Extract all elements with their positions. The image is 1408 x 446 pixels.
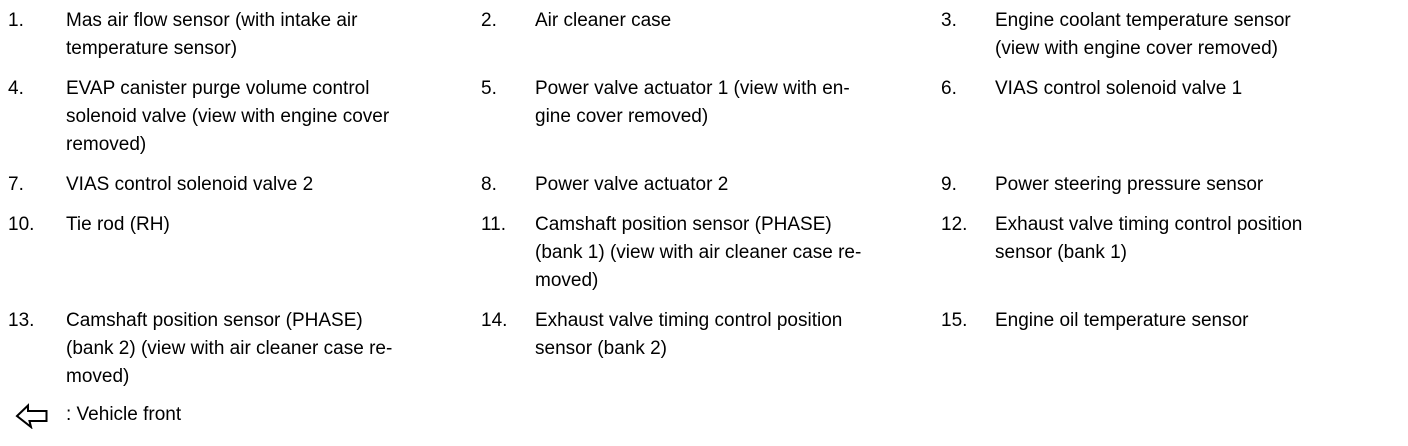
- left-open-arrow-icon: [15, 403, 49, 429]
- item-number: 8.: [481, 174, 497, 195]
- item-text: Engine oil temperature sensor: [995, 310, 1249, 331]
- item-text: VIAS control solenoid valve 2: [66, 174, 314, 195]
- legend-item-7: 7. VIAS control solenoid valve 2: [0, 171, 473, 199]
- item-number: 9.: [941, 174, 957, 195]
- legend-item-12: 12. Exhaust valve timing control positio…: [933, 211, 1408, 295]
- item-number: 7.: [8, 174, 24, 195]
- legend-item-15: 15. Engine oil temperature sensor: [933, 307, 1408, 391]
- item-text: Power valve actuator 1 (view with en- gi…: [535, 78, 850, 127]
- item-text: Engine coolant temperature sensor (view …: [995, 10, 1291, 59]
- legend-item-6: 6. VIAS control solenoid valve 1: [933, 75, 1408, 159]
- item-text: Air cleaner case: [535, 10, 672, 31]
- item-text: Exhaust valve timing control position se…: [995, 214, 1303, 263]
- item-number: 3.: [941, 10, 957, 31]
- item-text: Camshaft position sensor (PHASE) (bank 1…: [535, 214, 862, 291]
- item-text: Camshaft position sensor (PHASE) (bank 2…: [66, 310, 393, 387]
- vehicle-front-row: : Vehicle front: [0, 401, 1408, 429]
- item-text: Power steering pressure sensor: [995, 174, 1264, 195]
- legend-item-4: 4. EVAP canister purge volume control so…: [0, 75, 473, 159]
- legend-item-1: 1. Mas air flow sensor (with intake air …: [0, 7, 473, 63]
- item-number: 1.: [8, 10, 24, 31]
- legend-item-10: 10. Tie rod (RH): [0, 211, 473, 295]
- item-text: Tie rod (RH): [66, 214, 170, 235]
- item-text: Exhaust valve timing control position se…: [535, 310, 843, 359]
- legend-item-13: 13. Camshaft position sensor (PHASE) (ba…: [0, 307, 473, 391]
- item-number: 12.: [941, 214, 968, 235]
- legend-item-11: 11. Camshaft position sensor (PHASE) (ba…: [473, 211, 933, 295]
- item-text: Power valve actuator 2: [535, 174, 729, 195]
- legend-item-14: 14. Exhaust valve timing control positio…: [473, 307, 933, 391]
- component-legend: 1. Mas air flow sensor (with intake air …: [0, 7, 1408, 391]
- legend-item-2: 2. Air cleaner case: [473, 7, 933, 63]
- legend-item-9: 9. Power steering pressure sensor: [933, 171, 1408, 199]
- item-number: 2.: [481, 10, 497, 31]
- item-number: 14.: [481, 310, 508, 331]
- item-number: 10.: [8, 214, 35, 235]
- item-text: EVAP canister purge volume control solen…: [66, 78, 390, 155]
- legend-item-3: 3. Engine coolant temperature sensor (vi…: [933, 7, 1408, 63]
- item-number: 6.: [941, 78, 957, 99]
- item-number: 13.: [8, 310, 35, 331]
- legend-item-5: 5. Power valve actuator 1 (view with en-…: [473, 75, 933, 159]
- item-number: 5.: [481, 78, 497, 99]
- item-text: VIAS control solenoid valve 1: [995, 78, 1243, 99]
- item-number: 15.: [941, 310, 968, 331]
- vehicle-front-label: : Vehicle front: [66, 404, 182, 425]
- item-text: Mas air flow sensor (with intake air tem…: [66, 10, 358, 59]
- legend-item-8: 8. Power valve actuator 2: [473, 171, 933, 199]
- item-number: 11.: [481, 214, 507, 235]
- item-number: 4.: [8, 78, 24, 99]
